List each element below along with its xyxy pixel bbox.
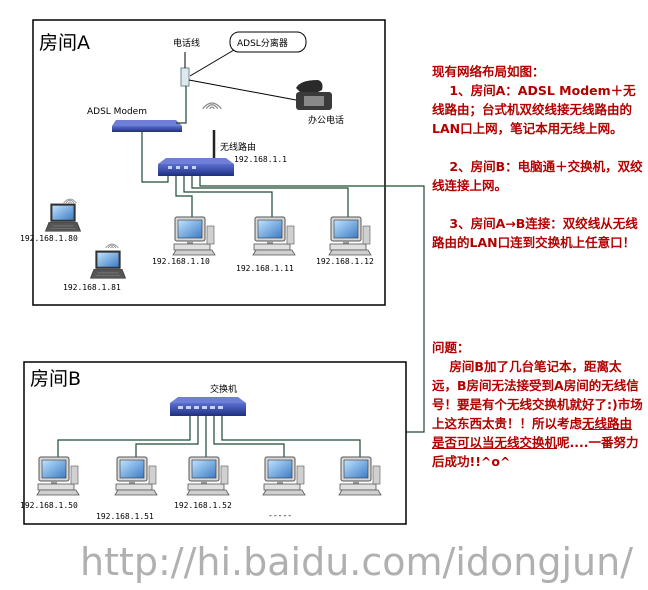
question-notes: 问题： 房间B加了几台笔记本，距离太远，B房间无法接受到A房间的无线信号！要是有… [432, 338, 644, 471]
router-label: 无线路由 [220, 141, 256, 153]
modem-label: ADSL Modem [87, 107, 147, 117]
room-a-desktop-ip-3: 192.168.1.12 [316, 257, 374, 266]
room-b-box [23, 361, 407, 525]
splitter-label: ADSL分离器 [237, 37, 288, 49]
room-b-desktop-ip-1: 192.168.1.50 [20, 501, 78, 510]
room-a-laptop-1 [45, 203, 81, 232]
notes-item-3: 3、房间A→B连接：双绞线从无线路由的LAN口连到交换机上任意口！ [432, 216, 638, 250]
phone-line-label: 电话线 [173, 37, 200, 49]
watermark-url: http://hi.baidu.com/idongjun/ [80, 540, 634, 584]
room-a-title: 房间A [39, 32, 90, 54]
router-ip: 192.168.1.1 [234, 155, 287, 164]
office-phone-label: 办公电话 [308, 114, 344, 126]
room-a-desktop-ip-1: 192.168.1.10 [152, 257, 210, 266]
notes-heading: 现有网络布局如图： [432, 64, 545, 79]
notes-item-2: 2、房间B：电脑通＋交换机，双绞线连接上网。 [432, 159, 643, 193]
question-body: 房间B加了几台笔记本，距离太远，B房间无法接受到A房间的无线信号！要是有个无线交… [432, 357, 644, 471]
question-body-start: 房间B加了几台笔记本，距离太远，B房间无法接受到A房间的无线信号！要是有个无线交… [432, 359, 643, 431]
room-a-desktop-ip-2: 192.168.1.11 [236, 264, 294, 273]
office-phone-icon [296, 80, 332, 110]
room-a-laptop-ip-1: 192.168.1.80 [20, 234, 78, 243]
room-b-ellipsis: ----- [268, 511, 292, 520]
question-body-underlined: 无线路由是否可以当无线交换机 [432, 416, 633, 450]
question-heading: 问题： [432, 340, 470, 355]
room-b-desktop-ip-2: 192.168.1.51 [96, 512, 154, 521]
room-a-laptop-2 [90, 250, 126, 279]
room-a-laptop-ip-2: 192.168.1.81 [63, 283, 121, 292]
room-b-title: 房间B [30, 368, 81, 390]
notes-item-1: 1、房间A：ADSL Modem＋无线路由；台式机双绞线接无线路由的LAN口上网… [432, 83, 636, 136]
phone-jack [180, 67, 190, 87]
switch-label: 交换机 [210, 383, 237, 395]
splitter-callout [229, 31, 307, 53]
layout-notes: 现有网络布局如图： 1、房间A：ADSL Modem＋无线路由；台式机双绞线接无… [432, 62, 644, 252]
network-switch [170, 397, 246, 416]
question-body-end: 呢....一番努力后成功!!^o^ [432, 435, 639, 469]
room-b-desktop-ip-3: 192.168.1.52 [174, 501, 232, 510]
wireless-router [158, 158, 234, 176]
adsl-modem [112, 120, 182, 132]
